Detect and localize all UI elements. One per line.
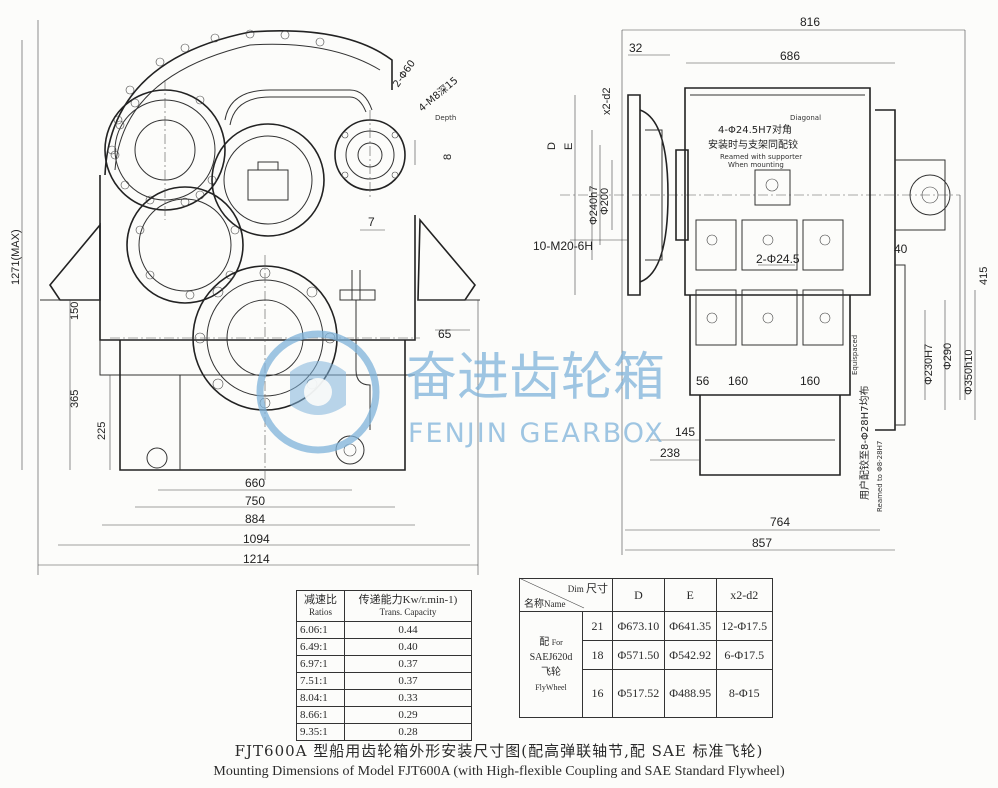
dim-phi240: Φ240h7 — [588, 186, 600, 225]
dim-365: 365 — [69, 390, 81, 408]
ratio-table: 减速比 Ratios 传递能力Kw/r.min-1) Trans. Capaci… — [295, 590, 472, 741]
depth-label: Depth — [435, 114, 456, 122]
caption-cn: FJT600A 型船用齿轮箱外形安装尺寸图(配高弹联轴节,配 SAE 标准飞轮) — [234, 742, 764, 760]
hole-2phi60: 2-Φ60 — [391, 58, 418, 89]
capacity-header: 传递能力Kw/r.min-1) Trans. Capacity — [344, 590, 472, 622]
dim-x2d2: x2-d2 — [601, 87, 613, 115]
dim-40: 40 — [894, 242, 908, 256]
col-E-header: E — [663, 578, 717, 612]
dim-phi290: Φ290 — [942, 343, 954, 370]
corner-cell: Dim 尺寸 名称Name — [518, 578, 614, 612]
dim-8: 8 — [442, 154, 454, 160]
dim-884: 884 — [245, 512, 265, 526]
dim-E: E — [563, 143, 575, 150]
dim-686: 686 — [780, 49, 800, 63]
dim-1271: 1271(MAX) — [10, 229, 22, 285]
flywheel-table: Dim 尺寸 名称Name D E x2-d2 配 For SAEJ620d 飞… — [518, 578, 774, 718]
equispaced-label: Equispaced — [851, 335, 859, 375]
hole-4m8: 4-M8深15 — [416, 74, 460, 114]
col-x2-header: x2-d2 — [715, 578, 774, 612]
dim-7: 7 — [368, 215, 375, 229]
dim-750: 750 — [245, 494, 265, 508]
dim-m20: 10-M20-6H — [533, 239, 593, 253]
dim-32: 32 — [629, 41, 643, 55]
note-user-en: Reamed to Φ8-28H7 — [876, 441, 884, 512]
table-row: 16 Φ517.52 Φ488.95 8-Φ15 — [520, 669, 774, 718]
note-diagonal-cn2: 安装时与支架同配铰 — [708, 138, 798, 151]
dim-816: 816 — [800, 15, 820, 29]
watermark-logo — [256, 330, 380, 454]
dim-764: 764 — [770, 515, 790, 529]
dim-145: 145 — [675, 425, 695, 439]
dim-160a: 160 — [728, 374, 748, 388]
dim-1214: 1214 — [243, 552, 270, 566]
dim-857: 857 — [752, 536, 772, 550]
watermark-en: FENJIN GEARBOX — [408, 418, 665, 449]
dim-660: 660 — [245, 476, 265, 490]
dim-1094: 1094 — [243, 532, 270, 546]
dim-56: 56 — [696, 374, 710, 388]
dim-2phi245: 2-Φ24.5 — [756, 252, 800, 266]
note-diagonal-en: Diagonal — [790, 114, 821, 122]
dim-phi200: Φ200 — [599, 188, 611, 215]
dim-150: 150 — [69, 302, 81, 320]
watermark-cn: 奋进齿轮箱 — [405, 348, 665, 408]
note-user-cn: 用户配铰至8-Φ28H7均布 — [858, 386, 871, 500]
dim-225: 225 — [96, 422, 108, 440]
table-row: 配 For SAEJ620d 飞轮 FlyWheel 21 Φ673.10 Φ6… — [519, 611, 774, 718]
flywheel-side-label: 配 For SAEJ620d 飞轮 FlyWheel — [519, 611, 583, 718]
dim-160b: 160 — [800, 374, 820, 388]
note-diagonal-en2: Reamed with supporter — [720, 153, 802, 161]
note-diagonal-en3: When mounting — [728, 161, 784, 169]
dim-D: D — [546, 142, 558, 150]
dim-phi230: Φ230H7 — [923, 344, 935, 385]
dim-65: 65 — [438, 327, 452, 341]
front-view: 816 686 32 40 415 56 160 160 145 238 764… — [533, 15, 990, 555]
side-view: 660 750 884 1094 1214 1271(MAX) 365 225 … — [10, 20, 480, 575]
ratio-header: 减速比 Ratios — [295, 590, 346, 622]
col-D-header: D — [612, 578, 665, 612]
table-row: 18 Φ571.50 Φ542.92 6-Φ17.5 — [520, 640, 774, 670]
dim-238: 238 — [660, 446, 680, 460]
note-diagonal-cn1: 4-Φ24.5H7对角 — [718, 123, 792, 136]
dim-415: 415 — [978, 267, 990, 285]
caption-en: Mounting Dimensions of Model FJT600A (wi… — [213, 764, 785, 779]
dim-phi350: Φ350h10 — [963, 350, 975, 395]
